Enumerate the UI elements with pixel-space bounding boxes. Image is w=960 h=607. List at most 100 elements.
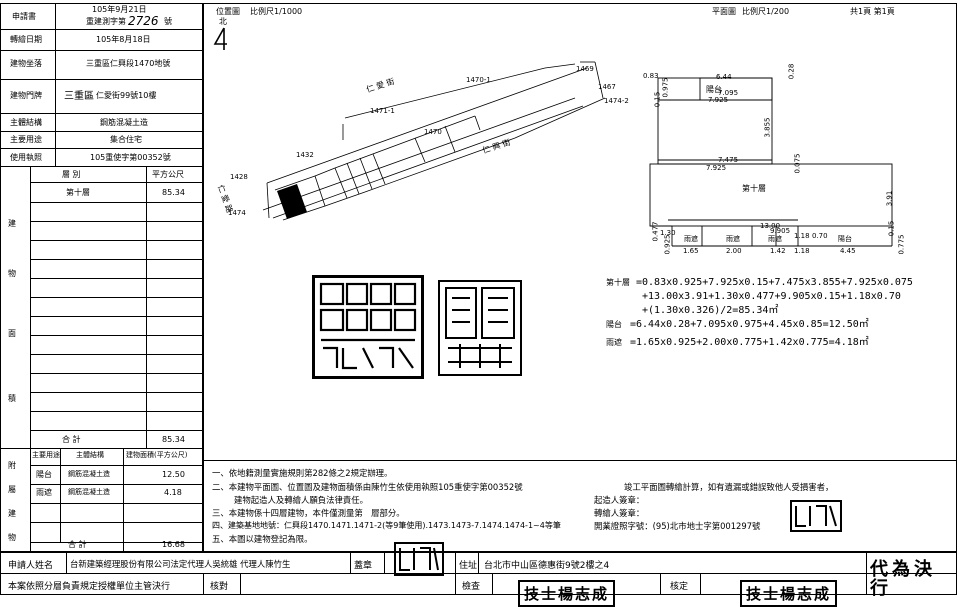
official-seal-large xyxy=(312,275,424,379)
aux-total: 16.68 xyxy=(162,540,185,549)
dim-0-28: 0.28 xyxy=(787,63,796,80)
formula-balcony-label: 陽台 xyxy=(606,320,622,329)
seal-label: 蓋章 xyxy=(354,561,373,571)
door: 仁愛街99號10樓 xyxy=(96,91,157,100)
dim-2-00: 2.00 xyxy=(726,247,742,255)
dim-0-15b: 0.15 xyxy=(887,220,896,237)
survey-date-label: 轉繪日期 xyxy=(10,35,42,44)
seal-glyphs-small-icon xyxy=(445,287,515,368)
proxy-stamp: 代為決行 xyxy=(870,559,936,599)
parcel-1470: 1470 xyxy=(424,128,442,136)
applicant-no-suffix: 號 xyxy=(164,17,172,26)
site-plan-scale: 比例尺1/1000 xyxy=(250,7,303,16)
structure: 鋼筋混凝土造 xyxy=(100,118,148,127)
dim-0-15a: 0.15 xyxy=(653,91,662,108)
drafter-seal-icon xyxy=(795,505,837,527)
license-number: 開業證照字號：(95)北市地士字第001297號 xyxy=(594,521,761,531)
inspect-label: 檢查 xyxy=(462,582,481,592)
parcel-1432: 1432 xyxy=(296,151,314,159)
dim-0-975: 0.975 xyxy=(661,77,670,98)
authority-note: 本案依照分層負責規定授權單位主管決行 xyxy=(8,582,171,592)
aux-header-use: 主要用途 xyxy=(32,451,60,459)
dim-3-855: 3.855 xyxy=(763,117,772,138)
floor-plan-title: 平面圖 xyxy=(712,7,736,16)
formula-floor10-line3: +(1.30x0.326)/2=85.34㎡ xyxy=(642,305,779,316)
note-2b: 竣工平面圖轉繪計算，如有遺漏或錯誤致他人受損害者， xyxy=(624,482,834,492)
parcel-1467: 1467 xyxy=(598,83,616,91)
floor-plan-scale: 比例尺1/200 xyxy=(742,7,790,16)
dim-0-775: 0.775 xyxy=(897,234,906,255)
dim-1-65: 1.65 xyxy=(683,247,699,255)
parcel-1469: 1469 xyxy=(576,65,594,73)
note-3: 建物起造人及轉繪人願負法律責任。 xyxy=(234,495,368,505)
site-plan-drawing xyxy=(262,61,606,221)
note-1: 一、依地籍測量實施規則第282條之2規定辦理。 xyxy=(212,468,393,478)
address-label: 住址 xyxy=(459,561,478,571)
applicant-name: 台新建築經理股份有限公司法定代理人吳統雄 代理人陳竹生 xyxy=(70,559,291,569)
subtotal-label: 合 計 xyxy=(62,435,81,444)
room-balcony-top: 陽台 xyxy=(706,85,722,94)
aux-total-label: 合 計 xyxy=(68,540,87,549)
aux-row-use: 雨遮 xyxy=(36,488,52,497)
location-label: 建物坐落 xyxy=(10,59,42,68)
dim-0-477: 0.477 xyxy=(651,221,660,242)
floor-header: 層 別 xyxy=(62,170,81,179)
dim-1-18a: 1.18 xyxy=(794,232,810,240)
applicant-no: 2726 xyxy=(128,14,159,28)
dim-6-44: 6.44 xyxy=(716,73,732,81)
site-plan-title: 位置圖 xyxy=(216,7,240,16)
floor-row: 第十層 xyxy=(66,188,90,197)
applicant-seal xyxy=(394,542,444,576)
aux-row-area: 4.18 xyxy=(164,488,182,497)
inspector-stamp: 技士楊志成 xyxy=(518,580,616,607)
room-floor10: 第十層 xyxy=(742,184,766,193)
aux-side-jian: 建 xyxy=(8,509,16,518)
dim-9-905: 9.905 xyxy=(770,227,791,235)
note-4: 三、本建物係十四層建物，本件僅測量第 層部分。 xyxy=(212,508,405,518)
applicant-name-label: 申請人姓名 xyxy=(8,561,54,571)
approver-stamp: 技士楊志成 xyxy=(740,580,838,607)
area-header: 平方公尺 xyxy=(152,170,184,179)
dim-7-095: 7.095 xyxy=(718,89,739,97)
parcel-1470-1: 1470-1 xyxy=(466,76,491,84)
door-label: 建物門牌 xyxy=(10,91,42,100)
north-label: 北 xyxy=(219,17,227,26)
formula-canopy-label: 雨遮 xyxy=(606,338,622,347)
page-count: 共1頁 第1頁 xyxy=(850,7,895,16)
room-canopy-3: 雨遮 xyxy=(768,235,782,243)
parcel-1428: 1428 xyxy=(230,173,248,181)
door-prefix: 三重區 xyxy=(64,91,94,102)
side-label-wu: 物 xyxy=(8,269,16,278)
official-seal-small xyxy=(438,280,522,376)
applicant-date: 105年9月21日 xyxy=(92,5,147,14)
aux-header-struct: 主體結構 xyxy=(76,451,104,459)
dim-0-925: 0.925 xyxy=(663,234,672,255)
aux-row-use: 陽台 xyxy=(36,470,52,479)
parcel-1474-2: 1474-2 xyxy=(604,97,629,105)
floor-area: 85.34 xyxy=(162,188,185,197)
aux-row-struct: 鋼筋混凝土造 xyxy=(68,488,110,496)
dim-7-925b: 7.925 xyxy=(706,164,727,172)
main-frame xyxy=(203,3,957,552)
address: 台北市中山區德惠街9號2樓之4 xyxy=(484,561,610,571)
check-label: 核對 xyxy=(210,582,229,592)
room-canopy-1: 雨遮 xyxy=(684,235,698,243)
dim-4-45: 4.45 xyxy=(840,247,856,255)
formula-floor10-line1: =0.83x0.925+7.925x0.15+7.475x3.855+7.925… xyxy=(636,277,913,288)
approve-label: 核定 xyxy=(670,582,689,592)
seal-glyphs-icon xyxy=(319,282,417,370)
dim-0-70: 0.70 xyxy=(812,232,828,240)
permit: 105重使字第00352號 xyxy=(90,153,171,162)
drafter-seal xyxy=(790,500,842,532)
aux-row-struct: 鋼筋混凝土造 xyxy=(68,470,110,478)
side-label-jian: 建 xyxy=(8,219,16,228)
applicant-seal-icon xyxy=(399,547,439,571)
parcel-1471-1: 1471-1 xyxy=(370,107,395,115)
dim-1-42: 1.42 xyxy=(770,247,786,255)
drafter-label: 轉繪人簽章： xyxy=(594,508,645,518)
formula-floor10-label: 第十層 xyxy=(606,278,630,287)
applicant-no-prefix: 重建測字第 xyxy=(86,17,126,26)
left-table-frame xyxy=(0,3,203,552)
permit-label: 使用執照 xyxy=(10,153,42,162)
formula-canopy: =1.65x0.925+2.00x0.775+1.42x0.775=4.18㎡ xyxy=(630,337,869,348)
